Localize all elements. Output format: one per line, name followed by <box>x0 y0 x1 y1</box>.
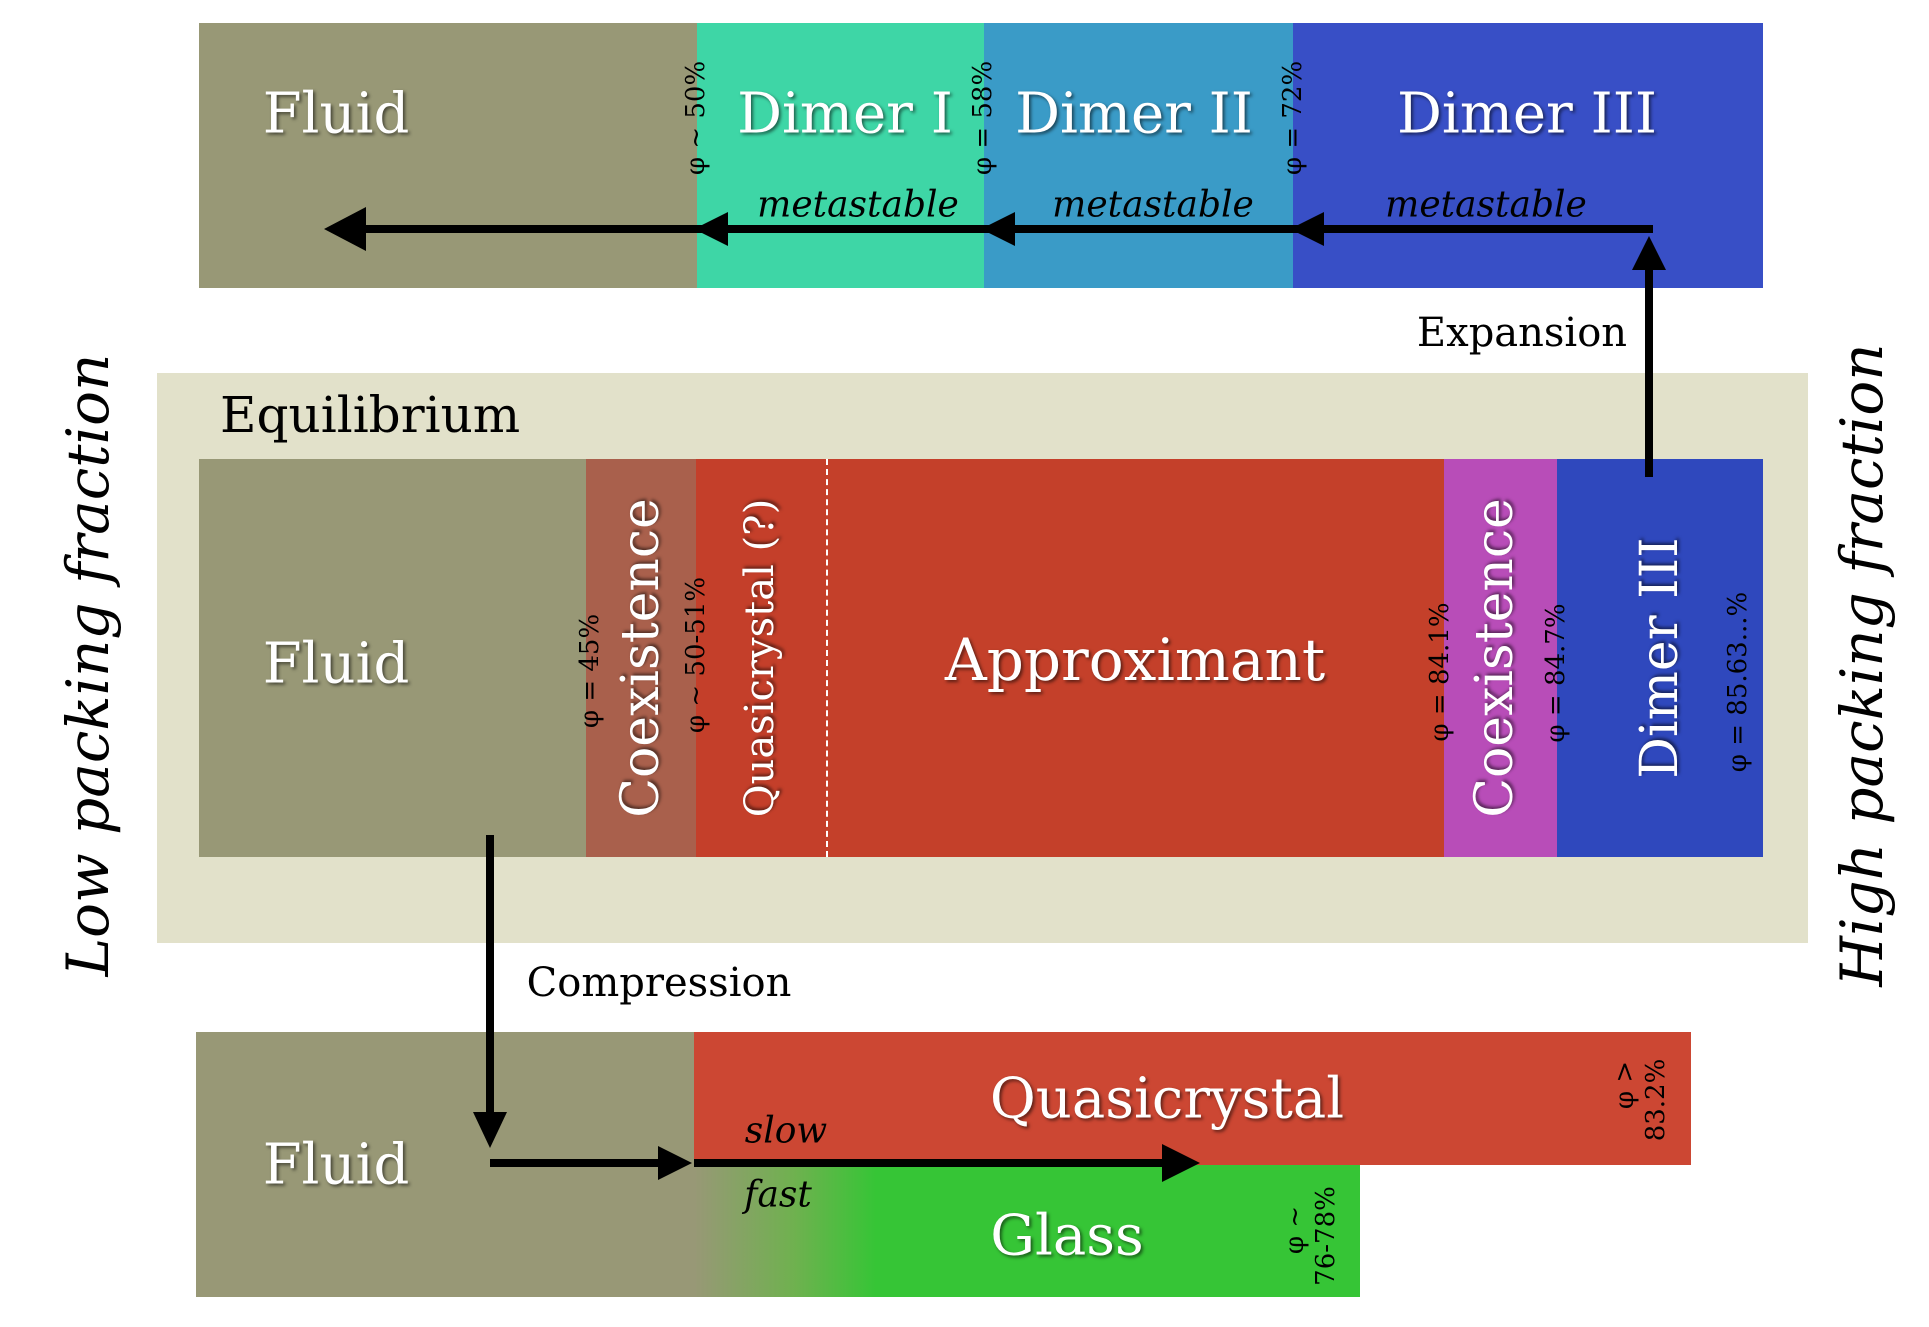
top-dimer-i-block <box>697 23 984 288</box>
expansion-label: Expansion <box>1416 310 1628 356</box>
top-dimer-ii-block <box>984 23 1293 288</box>
compression-label: Compression <box>526 960 792 1006</box>
expansion-arrow-head <box>1632 236 1666 270</box>
equilibrium-title: Equilibrium <box>220 386 521 444</box>
eq-quasicrystal-divider <box>826 459 828 857</box>
metastable-label-2: metastable <box>1052 184 1254 226</box>
eq-approximant-label: Approximant <box>944 626 1326 694</box>
top-arrow-head-fluid <box>324 207 366 251</box>
metastable-label-1: metastable <box>757 184 959 226</box>
eq-coexistence-low-block <box>586 459 696 857</box>
bottom-glass-gradient <box>694 1165 876 1297</box>
eq-quasicrystal-block <box>696 459 826 857</box>
bottom-arrow-1-head <box>658 1146 692 1180</box>
bottom-quasicrystal-block <box>694 1032 1691 1165</box>
eq-coexistence-high-block <box>1444 459 1557 857</box>
eq-approximant-block <box>826 459 1444 857</box>
bottom-glass-block <box>876 1165 1360 1297</box>
compression-arrow-head <box>473 1112 507 1148</box>
eq-fluid-label: Fluid <box>262 631 410 697</box>
top-dimer-iii-label: Dimer III <box>1397 81 1657 147</box>
top-arrow-head-dimer-i <box>694 212 728 246</box>
top-fluid-block <box>199 23 697 288</box>
bottom-fluid-label: Fluid <box>262 1132 410 1198</box>
bottom-quasicrystal-label: Quasicrystal <box>989 1066 1345 1132</box>
top-fluid-label: Fluid <box>262 81 410 147</box>
bottom-arrow-2-head <box>1162 1144 1200 1182</box>
top-dimer-i-label: Dimer I <box>737 81 953 147</box>
top-arrow-head-dimer-ii <box>981 212 1015 246</box>
eq-dimer-iii-block <box>1557 459 1763 857</box>
top-dimer-iii-block <box>1293 23 1763 288</box>
fast-label: fast <box>744 1174 812 1216</box>
slow-label: slow <box>744 1110 828 1152</box>
top-arrow-head-dimer-iii <box>1290 212 1324 246</box>
bottom-glass-label: Glass <box>990 1203 1144 1269</box>
metastable-label-3: metastable <box>1385 184 1587 226</box>
eq-fluid-block <box>199 459 586 857</box>
top-dimer-ii-label: Dimer II <box>1015 81 1253 147</box>
